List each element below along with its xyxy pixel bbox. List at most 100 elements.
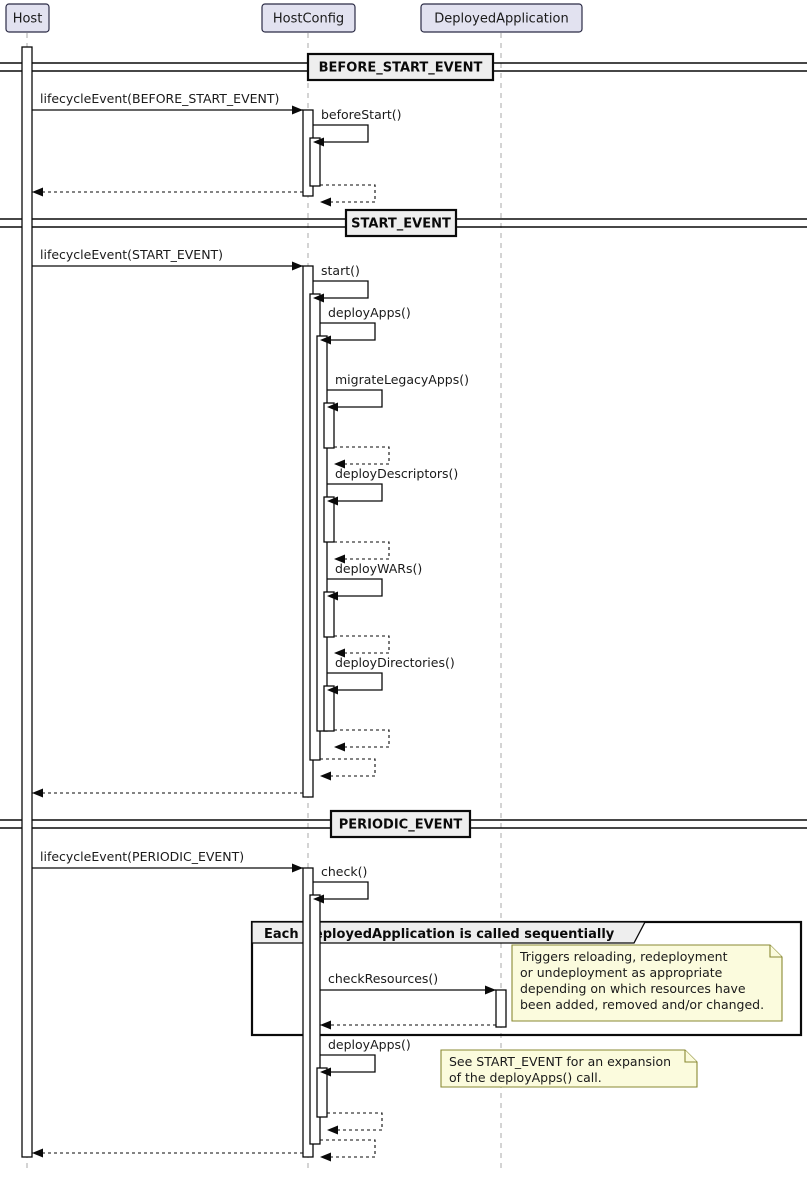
arrowhead (327, 496, 338, 506)
message-label: deployDescriptors() (335, 466, 458, 481)
divider-periodic: PERIODIC_EVENT (0, 809, 807, 839)
message-m14: deployDirectories() (327, 655, 455, 695)
message-m8: migrateLegacyApps() (327, 372, 469, 412)
participant-box[interactable] (5, 3, 50, 33)
arrowhead (485, 985, 496, 995)
message-label: deployApps() (328, 1037, 411, 1052)
message-m16 (320, 758, 376, 781)
participant-host[interactable]: Host (5, 3, 50, 33)
activation-bar (316, 1067, 328, 1118)
divider-label: PERIODIC_EVENT (339, 818, 463, 833)
participant-label: Host (13, 12, 43, 27)
divider-before-start: BEFORE_START_EVENT (0, 52, 807, 82)
arrowhead (327, 591, 338, 601)
arrowhead (320, 1152, 331, 1162)
participant-box[interactable] (261, 3, 356, 33)
frame-label: Each DeployedApplication is called seque… (264, 927, 615, 942)
arrowhead (327, 685, 338, 695)
participant-label: DeployedApplication (434, 12, 568, 27)
message-label: deployDirectories() (335, 655, 455, 670)
message-label: migrateLegacyApps() (335, 372, 469, 387)
message-m12: deployWARs() (327, 561, 422, 601)
message-m2: beforeStart() (313, 107, 402, 147)
note-line: of the deployApps() call. (449, 1070, 602, 1085)
message-m22: deployApps() (320, 1037, 411, 1077)
frames-layer: Each DeployedApplication is called seque… (250, 920, 803, 1037)
arrowhead (313, 293, 324, 303)
activation-bar (309, 894, 321, 1145)
arrowhead (320, 1067, 331, 1077)
message-label: lifecycleEvent(START_EVENT) (40, 247, 223, 262)
arrowhead (334, 742, 345, 752)
arrowhead (320, 197, 331, 207)
participants-layer: Host HostConfig DeployedApplication (5, 3, 583, 33)
message-label: deployApps() (328, 305, 411, 320)
participant-box[interactable] (420, 3, 583, 33)
message-m7: deployApps() (320, 305, 411, 345)
message-m24 (320, 1139, 376, 1162)
activation-bar (323, 685, 335, 732)
note-line: See START_EVENT for an expansion (449, 1054, 671, 1069)
arrowhead (327, 1125, 338, 1135)
message-m23 (327, 1112, 383, 1135)
arrowhead (334, 459, 345, 469)
divider-start: START_EVENT (0, 208, 807, 238)
lifelines-layer (26, 33, 502, 1172)
message-m18: lifecycleEvent(PERIODIC_EVENT) (32, 849, 303, 873)
participant-deployedapplication[interactable]: DeployedApplication (420, 3, 583, 33)
message-label: deployWARs() (335, 561, 422, 576)
message-m11 (334, 541, 390, 564)
message-m3 (320, 184, 376, 207)
arrowhead (313, 894, 324, 904)
participant-label: HostConfig (273, 12, 344, 27)
activation-bar (323, 591, 335, 638)
activations-layer (21, 46, 507, 1158)
arrowhead (32, 788, 43, 798)
note-line: depending on which resources have (520, 981, 746, 996)
note-line: Triggers reloading, redeployment (519, 949, 728, 964)
arrowhead (327, 402, 338, 412)
arrowhead (313, 137, 324, 147)
message-m5: lifecycleEvent(START_EVENT) (32, 247, 303, 271)
activation-bar (495, 989, 507, 1028)
message-m13 (334, 635, 390, 658)
message-m9 (334, 446, 390, 469)
message-label: lifecycleEvent(PERIODIC_EVENT) (40, 849, 244, 864)
message-m25 (32, 1148, 303, 1158)
activation-bar (323, 402, 335, 449)
arrowhead (334, 648, 345, 658)
arrowhead (32, 187, 43, 197)
arrowhead (320, 771, 331, 781)
message-m21 (320, 1020, 496, 1030)
activation-bar (21, 46, 33, 1158)
message-m6: start() (313, 263, 369, 303)
activation-bar (323, 496, 335, 543)
arrowhead (320, 1020, 331, 1030)
arrowhead (320, 335, 331, 345)
activation-bar (309, 137, 321, 187)
messages-layer: lifecycleEvent(BEFORE_START_EVENT)before… (32, 91, 496, 1162)
message-m15 (334, 729, 390, 752)
note-line: been added, removed and/or changed. (520, 997, 764, 1012)
arrowhead (292, 261, 303, 271)
message-label: beforeStart() (321, 107, 402, 122)
arrowhead (32, 1148, 43, 1158)
divider-label: START_EVENT (351, 217, 451, 232)
message-label: checkResources() (328, 971, 438, 986)
message-m4 (32, 187, 303, 197)
arrowhead (292, 863, 303, 873)
message-m1: lifecycleEvent(BEFORE_START_EVENT) (32, 91, 303, 115)
message-label: check() (321, 864, 367, 879)
frame-loop-each-deployed-application: Each DeployedApplication is called seque… (250, 920, 803, 1037)
participant-hostconfig[interactable]: HostConfig (261, 3, 356, 33)
message-m10: deployDescriptors() (327, 466, 458, 506)
dividers-layer: BEFORE_START_EVENT START_EVENT PERIODIC_EV… (0, 52, 807, 839)
arrowhead (292, 105, 303, 115)
arrowhead (334, 554, 345, 564)
message-m19: check() (313, 864, 369, 904)
message-m20: checkResources() (320, 971, 496, 995)
note-line: or undeployment as appropriate (520, 965, 723, 980)
